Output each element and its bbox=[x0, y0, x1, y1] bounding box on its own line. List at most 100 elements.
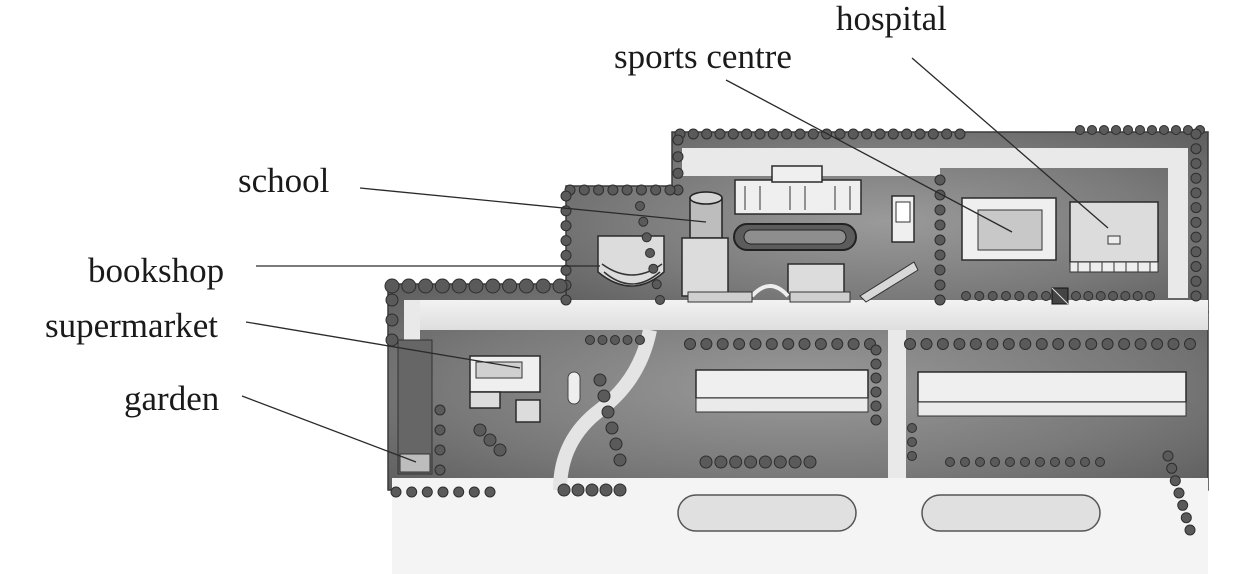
tree bbox=[729, 455, 743, 469]
hospital-leader bbox=[911, 57, 1109, 229]
tree bbox=[1099, 125, 1109, 135]
tree bbox=[914, 128, 926, 140]
tree bbox=[874, 128, 886, 140]
tree bbox=[953, 338, 966, 350]
tree bbox=[597, 335, 608, 345]
tree bbox=[672, 167, 684, 179]
tree bbox=[605, 421, 619, 435]
tree bbox=[1190, 143, 1202, 155]
tree bbox=[597, 389, 611, 403]
tree bbox=[684, 338, 696, 350]
tree bbox=[1120, 291, 1131, 301]
tree bbox=[1147, 125, 1157, 135]
tree bbox=[571, 483, 585, 497]
tree bbox=[1095, 291, 1106, 301]
tree bbox=[749, 338, 762, 350]
tree bbox=[803, 455, 817, 469]
tree bbox=[655, 295, 665, 305]
tree bbox=[385, 293, 399, 307]
tree bbox=[578, 184, 590, 196]
tree bbox=[621, 184, 633, 196]
tree bbox=[613, 483, 627, 497]
tree bbox=[385, 333, 399, 347]
tree bbox=[1035, 457, 1045, 467]
tree bbox=[1118, 338, 1131, 350]
tree bbox=[1035, 338, 1048, 350]
tree bbox=[434, 424, 446, 436]
tree bbox=[585, 483, 599, 497]
tree bbox=[607, 184, 619, 196]
leader-lines bbox=[241, 57, 1109, 463]
tree bbox=[473, 423, 487, 437]
tree bbox=[593, 373, 607, 387]
tree bbox=[901, 128, 913, 140]
tree bbox=[622, 335, 633, 345]
sports-centre-building bbox=[961, 197, 1057, 261]
tree bbox=[934, 234, 946, 246]
tree bbox=[1132, 291, 1143, 301]
tree bbox=[1145, 291, 1155, 301]
tree bbox=[437, 486, 449, 498]
school-label: school bbox=[238, 161, 330, 200]
tree bbox=[609, 437, 623, 451]
trees bbox=[384, 125, 1205, 536]
tree bbox=[672, 134, 684, 146]
tree bbox=[716, 338, 729, 350]
tree bbox=[434, 404, 446, 416]
tree bbox=[1005, 457, 1015, 467]
tree bbox=[687, 128, 699, 140]
tree bbox=[385, 313, 399, 327]
sports-centre-label: sports centre bbox=[614, 37, 792, 76]
tree bbox=[870, 386, 882, 398]
tree bbox=[1052, 338, 1065, 350]
tree bbox=[782, 338, 795, 350]
tree bbox=[1071, 291, 1081, 301]
tree bbox=[552, 278, 568, 294]
tree bbox=[401, 278, 417, 294]
tree bbox=[907, 437, 917, 447]
tree bbox=[987, 291, 998, 301]
tree bbox=[493, 443, 507, 457]
tree bbox=[468, 486, 480, 498]
tree bbox=[870, 400, 882, 412]
tree bbox=[635, 184, 647, 196]
sports-centre-leader bbox=[725, 79, 1013, 233]
hospital-building bbox=[1051, 201, 1159, 305]
tree bbox=[941, 128, 953, 140]
tree bbox=[1177, 499, 1189, 511]
tree bbox=[1184, 524, 1196, 536]
tree bbox=[788, 455, 802, 469]
tree bbox=[1190, 275, 1202, 287]
tree bbox=[814, 338, 827, 350]
tree bbox=[781, 128, 793, 140]
tree bbox=[700, 338, 713, 350]
tree bbox=[714, 128, 726, 140]
tree bbox=[807, 128, 819, 140]
tree bbox=[453, 486, 465, 498]
tree bbox=[560, 235, 572, 247]
tree bbox=[610, 335, 620, 345]
tree bbox=[1041, 291, 1051, 301]
supermarket-leader bbox=[245, 321, 521, 369]
tree bbox=[701, 128, 713, 140]
tree bbox=[1002, 338, 1015, 350]
tree bbox=[870, 372, 882, 384]
tree bbox=[1190, 172, 1202, 184]
tree bbox=[560, 220, 572, 232]
tree bbox=[1101, 338, 1114, 350]
tree bbox=[1123, 125, 1133, 135]
garden-label: garden bbox=[124, 379, 219, 418]
tree bbox=[1080, 457, 1090, 467]
parking-areas bbox=[567, 371, 1101, 532]
tree bbox=[1083, 291, 1094, 301]
tree bbox=[1159, 125, 1169, 135]
tree bbox=[727, 128, 739, 140]
tree bbox=[1190, 216, 1202, 228]
tree bbox=[1190, 261, 1202, 272]
tree bbox=[1135, 125, 1145, 135]
tree bbox=[936, 338, 949, 350]
tree bbox=[934, 174, 946, 186]
tree bbox=[1190, 202, 1202, 214]
tree bbox=[934, 204, 946, 216]
tree bbox=[1190, 128, 1202, 140]
